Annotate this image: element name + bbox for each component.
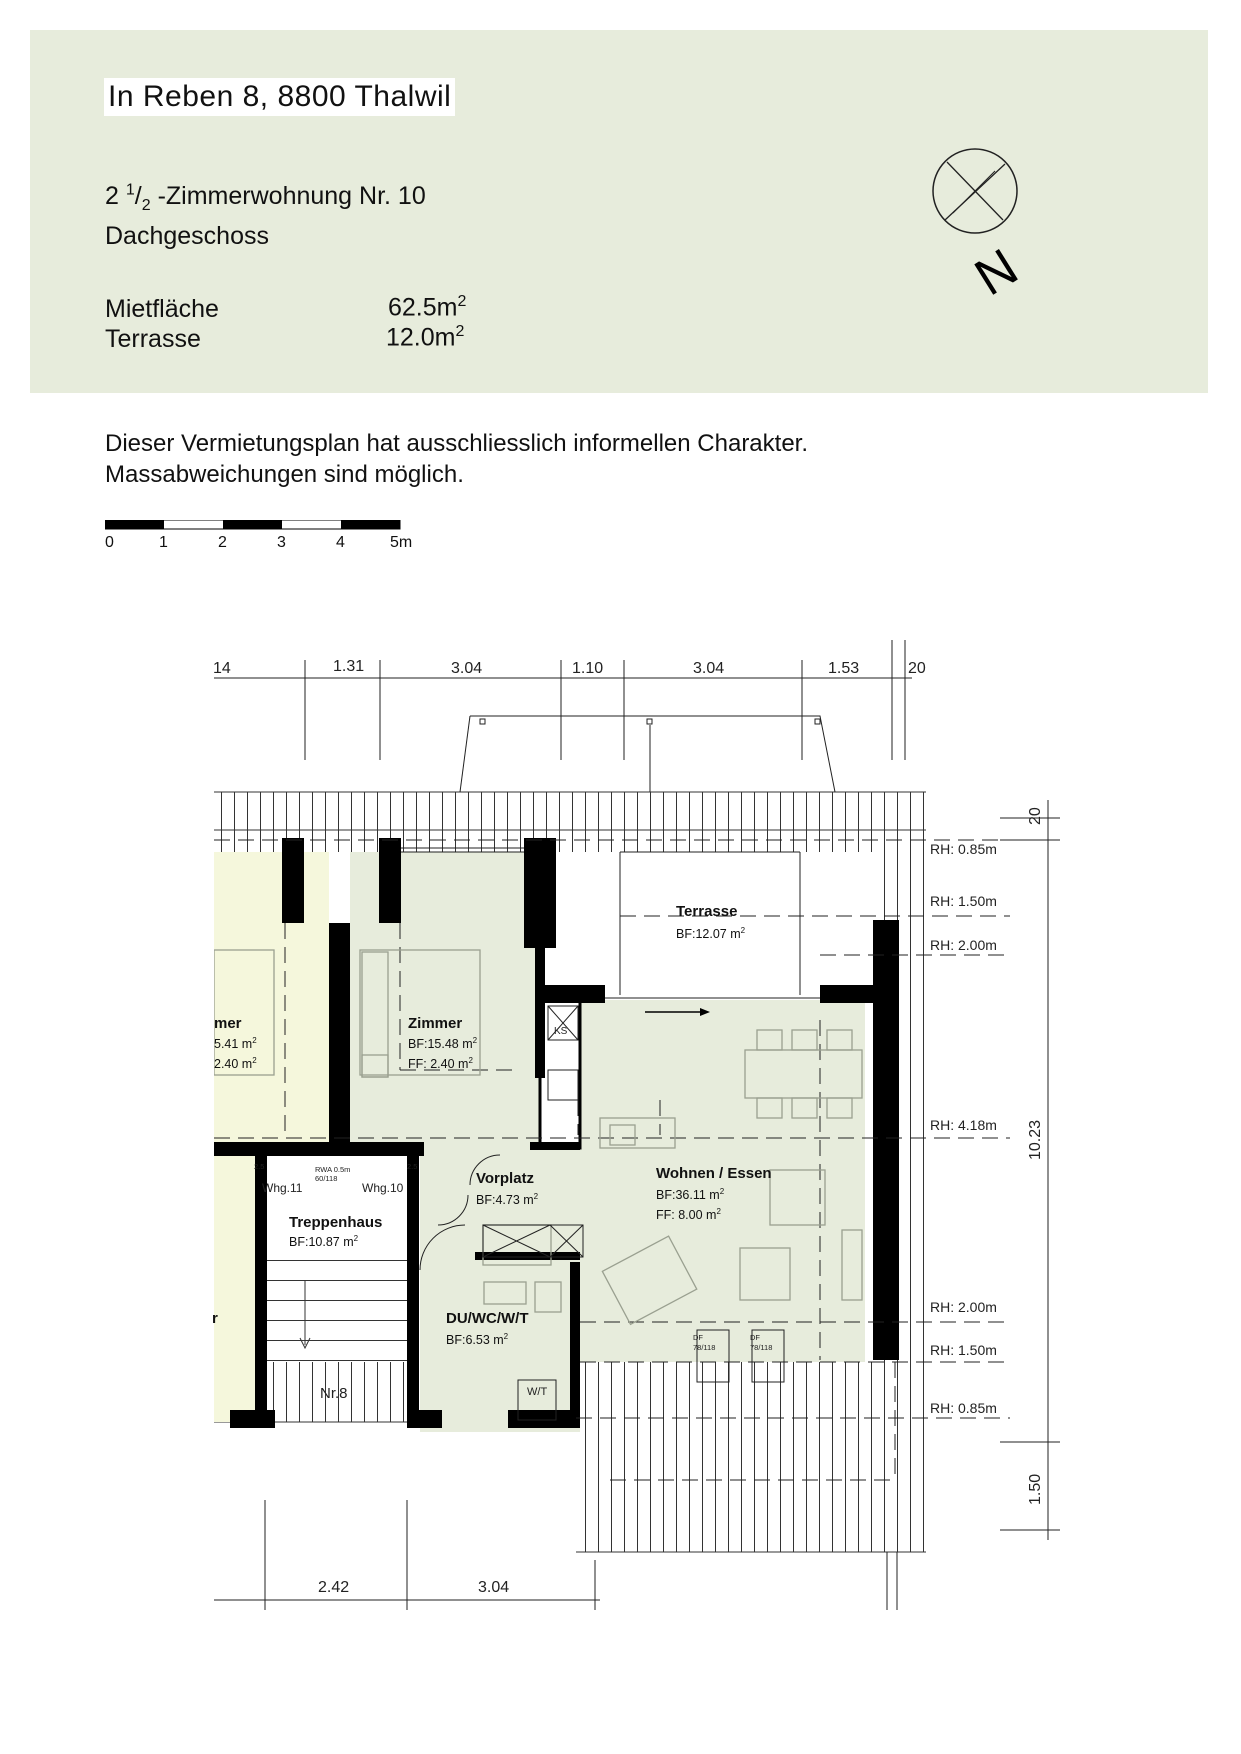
label-nr8: Nr.8 <box>320 1385 348 1402</box>
scale-bar <box>105 520 401 530</box>
label-2-5-a: 2.5 <box>254 1162 264 1171</box>
label-df-1a: DF <box>693 1333 703 1342</box>
compass-icon: N <box>932 148 1028 307</box>
label-df-2b: 78/118 <box>750 1343 772 1352</box>
dim-bottom-1: 3.04 <box>478 1579 509 1596</box>
room-name-dusche: DU/WC/W/T <box>446 1310 528 1327</box>
rh-label-2: RH: 2.00m <box>930 937 997 953</box>
scale-label-4: 4 <box>336 534 345 551</box>
label-whg10: Whg.10 <box>362 1181 404 1195</box>
terrasse-fill <box>620 852 800 992</box>
room-name-neighbor: mer <box>214 1015 242 1032</box>
room-name-wohnen: Wohnen / Essen <box>656 1165 772 1182</box>
dim-top-4: 3.04 <box>693 660 724 677</box>
room-area-terrasse: BF:12.07 m2 <box>676 926 746 941</box>
room-name-vorplatz: Vorplatz <box>476 1170 534 1187</box>
disclaimer: Dieser Vermietungsplan hat ausschliessli… <box>105 428 808 490</box>
area-label-mietflaeche: Mietfläche <box>105 295 219 323</box>
room-area-treppenhaus: BF:10.87 m2 <box>289 1234 359 1249</box>
label-whg11: Whg.11 <box>262 1181 303 1195</box>
dim-top-1: 1.31 <box>333 658 364 675</box>
zimmer-fill <box>350 852 540 1142</box>
disclaimer-line-2: Massabweichungen sind möglich. <box>105 461 464 488</box>
room-name-treppenhaus: Treppenhaus <box>289 1214 382 1231</box>
dim-top-6: 20 <box>908 660 926 677</box>
label-df-1b: 78/118 <box>693 1343 715 1352</box>
rh-label-6: RH: 0.85m <box>930 1400 997 1416</box>
address-title: In Reben 8, 8800 Thalwil <box>104 78 456 116</box>
dim-bottom-0: 2.42 <box>318 1579 349 1596</box>
neighbor-room-fill <box>214 852 329 1142</box>
scale-label-2: 2 <box>218 534 227 551</box>
disclaimer-line-1: Dieser Vermietungsplan hat ausschliessli… <box>105 430 809 457</box>
rh-label-0: RH: 0.85m <box>930 841 997 857</box>
label-df-2a: DF <box>750 1333 760 1342</box>
rh-label-4: RH: 2.00m <box>930 1299 997 1315</box>
label-rwa-2: 60/118 <box>315 1174 337 1183</box>
room-ff-zimmer: FF: 2.40 m2 <box>408 1056 473 1071</box>
area-label-terrasse: Terrasse <box>105 325 201 353</box>
floor-label: Dachgeschoss <box>105 222 269 251</box>
room-name-neighbor-lower: r <box>212 1310 218 1327</box>
area-value-terrasse: 12.0m2 <box>386 323 465 352</box>
unit-rooms: 2 1/2 -Zimmerwohnung Nr. 10 <box>105 182 426 215</box>
room-area-zimmer: BF:15.48 m2 <box>408 1036 478 1051</box>
scale-label-1: 1 <box>159 534 168 551</box>
rh-label-5: RH: 1.50m <box>930 1342 997 1358</box>
label-2-5-b: 2.5 <box>407 1162 417 1171</box>
room-area-neighbor: 5.41 m2 <box>214 1036 257 1051</box>
roof-bottom-right <box>576 1362 926 1552</box>
rh-label-3: RH: 4.18m <box>930 1117 997 1133</box>
area-value-mietflaeche: 62.5m2 <box>388 293 467 322</box>
dim-right-0: 20 <box>1027 807 1044 825</box>
roof-top <box>214 792 926 852</box>
rh-label-1: RH: 1.50m <box>930 893 997 909</box>
room-area-dusche: BF:6.53 m2 <box>446 1332 509 1347</box>
scale-label-5m: 5m <box>390 534 413 551</box>
room-ff-wohnen: FF: 8.00 m2 <box>656 1207 721 1222</box>
unit-description: 2 1/2 -Zimmerwohnung Nr. 10 Dachgeschoss <box>105 176 426 251</box>
room-area-wohnen: BF:36.11 m2 <box>656 1187 725 1202</box>
scale-label-0: 0 <box>105 534 114 551</box>
floor-plan: 14 1.31 3.04 1.10 3.04 1.53 20 2.42 3.04… <box>212 640 1060 1610</box>
dim-top-0: 14 <box>213 660 231 677</box>
dim-top-2: 3.04 <box>451 660 482 677</box>
room-ff-neighbor: 2.40 m2 <box>214 1056 257 1071</box>
wohnen-upper-fill <box>580 1000 865 1142</box>
scale-label-3: 3 <box>277 534 286 551</box>
dim-top-3: 1.10 <box>572 660 603 677</box>
label-rwa-1: RWA 0.5m <box>315 1165 350 1174</box>
room-area-vorplatz: BF:4.73 m2 <box>476 1192 539 1207</box>
room-name-terrasse: Terrasse <box>676 903 737 920</box>
room-name-zimmer: Zimmer <box>408 1015 462 1032</box>
label-wt: W/T <box>527 1386 547 1398</box>
stair-steps <box>265 1250 410 1370</box>
dim-top-5: 1.53 <box>828 660 859 677</box>
dim-right-1: 10.23 <box>1027 1120 1044 1160</box>
dim-right-2: 1.50 <box>1027 1474 1044 1505</box>
north-label: N <box>965 238 1028 307</box>
label-ks: KS <box>554 1026 568 1037</box>
